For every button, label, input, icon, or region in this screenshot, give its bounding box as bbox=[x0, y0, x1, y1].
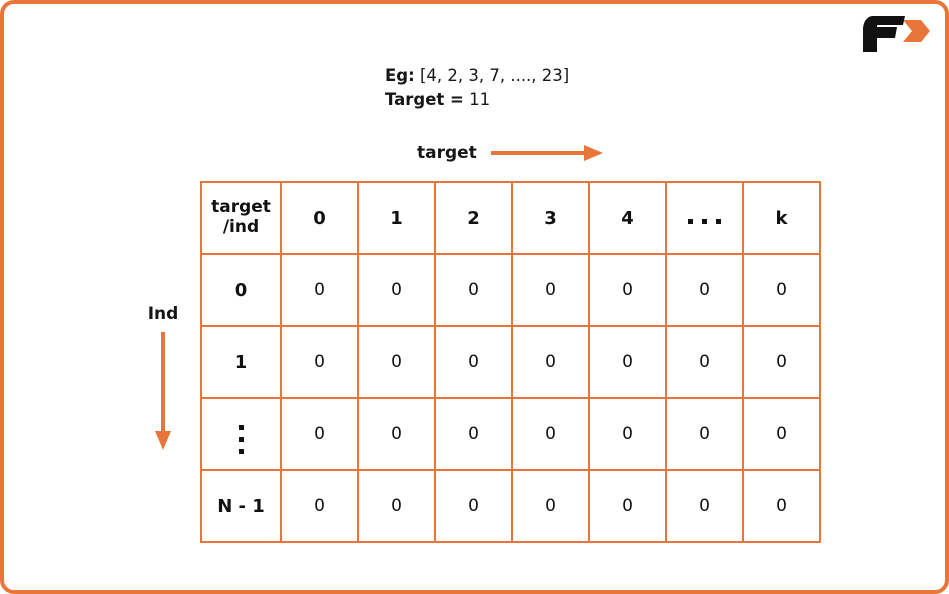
column-header-k: k bbox=[742, 181, 821, 255]
table-row: N - 1 0 0 0 0 0 0 0 bbox=[200, 469, 821, 543]
cell-r3-c4: 0 bbox=[588, 469, 667, 543]
table-header-row: target /ind 0 1 2 3 4 . . . k bbox=[200, 181, 821, 255]
example-target-line: Target = 11 bbox=[385, 88, 569, 112]
table-corner-cell: target /ind bbox=[200, 181, 282, 255]
cell-r1-c0: 0 bbox=[280, 325, 359, 399]
company-logo-icon bbox=[863, 16, 930, 52]
example-array-line: Eg: [4, 2, 3, 7, ...., 23] bbox=[385, 64, 569, 88]
row-header-ellipsis: : bbox=[200, 397, 282, 471]
example-block: Eg: [4, 2, 3, 7, ...., 23] Target = 11 bbox=[385, 64, 569, 112]
target-label: Target = bbox=[385, 89, 464, 109]
company-logo bbox=[859, 12, 931, 56]
cell-r3-c1: 0 bbox=[357, 469, 436, 543]
target-value: 11 bbox=[469, 89, 491, 109]
column-header-ellipsis-text: . . . bbox=[688, 208, 689, 209]
table-row: 1 0 0 0 0 0 0 0 bbox=[200, 325, 821, 399]
cell-r3-c5: 0 bbox=[665, 469, 744, 543]
ind-axis-label: Ind bbox=[147, 304, 179, 324]
cell-r0-c6: 0 bbox=[742, 253, 821, 327]
row-header-n-minus-1: N - 1 bbox=[200, 469, 282, 543]
column-header-3: 3 bbox=[511, 181, 590, 255]
row-header-1: 1 bbox=[200, 325, 282, 399]
dp-table-container: target /ind 0 1 2 3 4 . . . k bbox=[200, 181, 821, 543]
cell-r3-c6: 0 bbox=[742, 469, 821, 543]
dp-table: target /ind 0 1 2 3 4 . . . k bbox=[200, 181, 821, 543]
row-header-0: 0 bbox=[200, 253, 282, 327]
cell-r3-c2: 0 bbox=[434, 469, 513, 543]
cell-r0-c3: 0 bbox=[511, 253, 590, 327]
cell-r0-c4: 0 bbox=[588, 253, 667, 327]
ind-axis: Ind bbox=[135, 304, 191, 450]
cell-r1-c6: 0 bbox=[742, 325, 821, 399]
corner-line-1: target bbox=[211, 197, 271, 218]
example-label: Eg: bbox=[385, 66, 415, 85]
cell-r1-c1: 0 bbox=[357, 325, 436, 399]
cell-r2-c6: 0 bbox=[742, 397, 821, 471]
corner-line-2: /ind bbox=[222, 217, 260, 237]
cell-r3-c3: 0 bbox=[511, 469, 590, 543]
cell-r0-c2: 0 bbox=[434, 253, 513, 327]
cell-r1-c3: 0 bbox=[511, 325, 590, 399]
down-arrow-icon bbox=[155, 332, 171, 450]
column-header-4: 4 bbox=[588, 181, 667, 255]
cell-r3-c0: 0 bbox=[280, 469, 359, 543]
cell-r2-c4: 0 bbox=[588, 397, 667, 471]
row-header-ellipsis-text: : bbox=[239, 414, 240, 415]
column-header-0: 0 bbox=[280, 181, 359, 255]
target-axis: target bbox=[417, 143, 603, 163]
right-arrow-icon bbox=[490, 145, 603, 161]
target-axis-label: target bbox=[417, 143, 477, 163]
dp-table-header: target /ind 0 1 2 3 4 . . . k bbox=[200, 181, 821, 255]
table-row: : 0 0 0 0 0 0 0 bbox=[200, 397, 821, 471]
example-array-value: [4, 2, 3, 7, ...., 23] bbox=[419, 66, 570, 85]
horizontal-ellipsis-icon bbox=[688, 218, 721, 224]
cell-r0-c5: 0 bbox=[665, 253, 744, 327]
cell-r2-c5: 0 bbox=[665, 397, 744, 471]
dp-table-body: 0 0 0 0 0 0 0 0 1 0 0 0 0 0 0 0 bbox=[200, 253, 821, 543]
cell-r2-c0: 0 bbox=[280, 397, 359, 471]
cell-r1-c4: 0 bbox=[588, 325, 667, 399]
cell-r0-c1: 0 bbox=[357, 253, 436, 327]
cell-r1-c5: 0 bbox=[665, 325, 744, 399]
cell-r0-c0: 0 bbox=[280, 253, 359, 327]
cell-r2-c1: 0 bbox=[357, 397, 436, 471]
cell-r2-c3: 0 bbox=[511, 397, 590, 471]
cell-r2-c2: 0 bbox=[434, 397, 513, 471]
column-header-ellipsis: . . . bbox=[665, 181, 744, 255]
cell-r1-c2: 0 bbox=[434, 325, 513, 399]
column-header-1: 1 bbox=[357, 181, 436, 255]
vertical-ellipsis-icon bbox=[238, 425, 244, 454]
column-header-2: 2 bbox=[434, 181, 513, 255]
table-row: 0 0 0 0 0 0 0 0 bbox=[200, 253, 821, 327]
